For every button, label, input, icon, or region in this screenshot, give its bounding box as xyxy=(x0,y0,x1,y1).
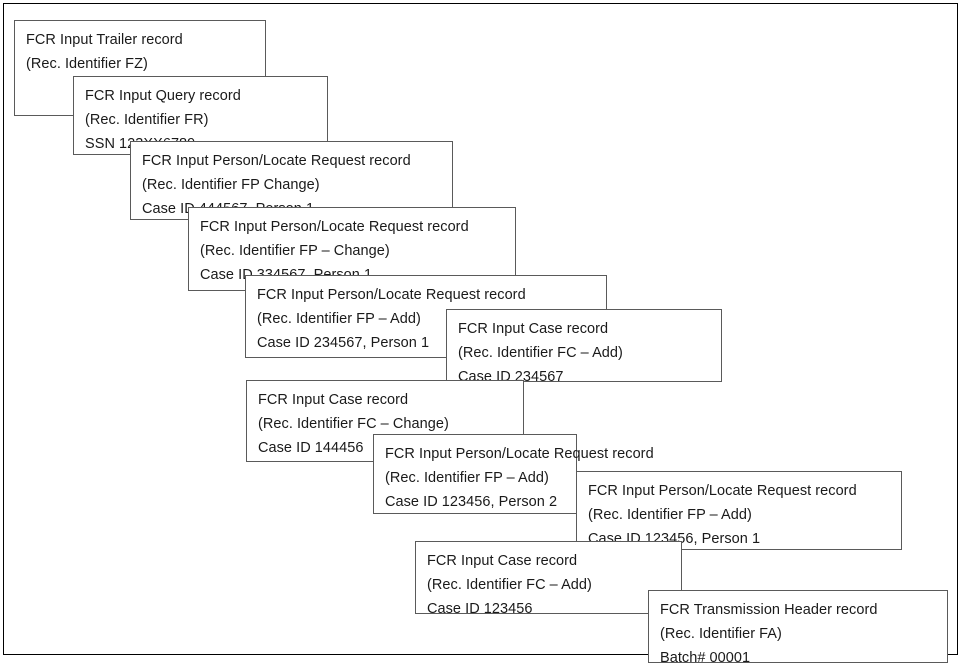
record-line: (Rec. Identifier FC – Add) xyxy=(427,577,592,593)
record-line: (Rec. Identifier FC – Change) xyxy=(258,416,449,432)
record-line: (Rec. Identifier FP Change) xyxy=(142,177,320,193)
record-line: FCR Transmission Header record xyxy=(660,602,878,618)
record-box-fcr-input-person-locate-request-record-123456-person-1: FCR Input Person/Locate Request record (R… xyxy=(576,471,902,550)
record-line: Case ID 234567, Person 1 xyxy=(257,335,430,351)
record-line: FCR Input Person/Locate Request record xyxy=(200,219,469,235)
record-line: Batch# 00001 xyxy=(660,650,751,663)
record-line: FCR Input Person/Locate Request record xyxy=(257,287,526,303)
record-line: (Rec. Identifier FP – Add) xyxy=(257,311,421,327)
record-line: FCR Input Person/Locate Request record xyxy=(588,483,857,499)
record-line: FCR Input Case record xyxy=(458,321,609,337)
record-line: Case ID 123456, Person 2 xyxy=(385,494,558,510)
record-box-fcr-input-case-record-234567: FCR Input Case record (Rec. Identifier FC… xyxy=(446,309,722,385)
record-line: (Rec. Identifier FP – Change) xyxy=(200,243,390,259)
record-line: (Rec. Identifier FP – Add) xyxy=(385,470,549,486)
record-line: (Rec. Identifier FR) xyxy=(85,112,209,128)
record-line: (Rec. Identifier FC – Add) xyxy=(458,345,623,361)
record-box-fcr-transmission-header-record: FCR Transmission Header record (Rec. Iden… xyxy=(648,590,948,663)
record-box-fcr-input-case-record-123456: FCR Input Case record (Rec. Identifier FC… xyxy=(415,541,682,617)
record-line: Case ID 123456 xyxy=(427,601,533,617)
record-line: FCR Input Case record xyxy=(427,553,578,569)
record-line: FCR Input Trailer record xyxy=(26,32,183,48)
record-line: FCR Input Person/Locate Request record xyxy=(385,446,654,462)
record-line: (Rec. Identifier FA) xyxy=(660,626,782,642)
record-line: FCR Input Person/Locate Request record xyxy=(142,153,411,169)
record-line: Case ID 144456 xyxy=(258,440,364,456)
record-line: (Rec. Identifier FZ) xyxy=(26,56,148,72)
record-line: FCR Input Query record xyxy=(85,88,241,104)
record-line: FCR Input Case record xyxy=(258,392,409,408)
record-line: (Rec. Identifier FP – Add) xyxy=(588,507,752,523)
record-box-fcr-input-person-locate-request-record-123456-person-2: FCR Input Person/Locate Request record (R… xyxy=(373,434,654,514)
